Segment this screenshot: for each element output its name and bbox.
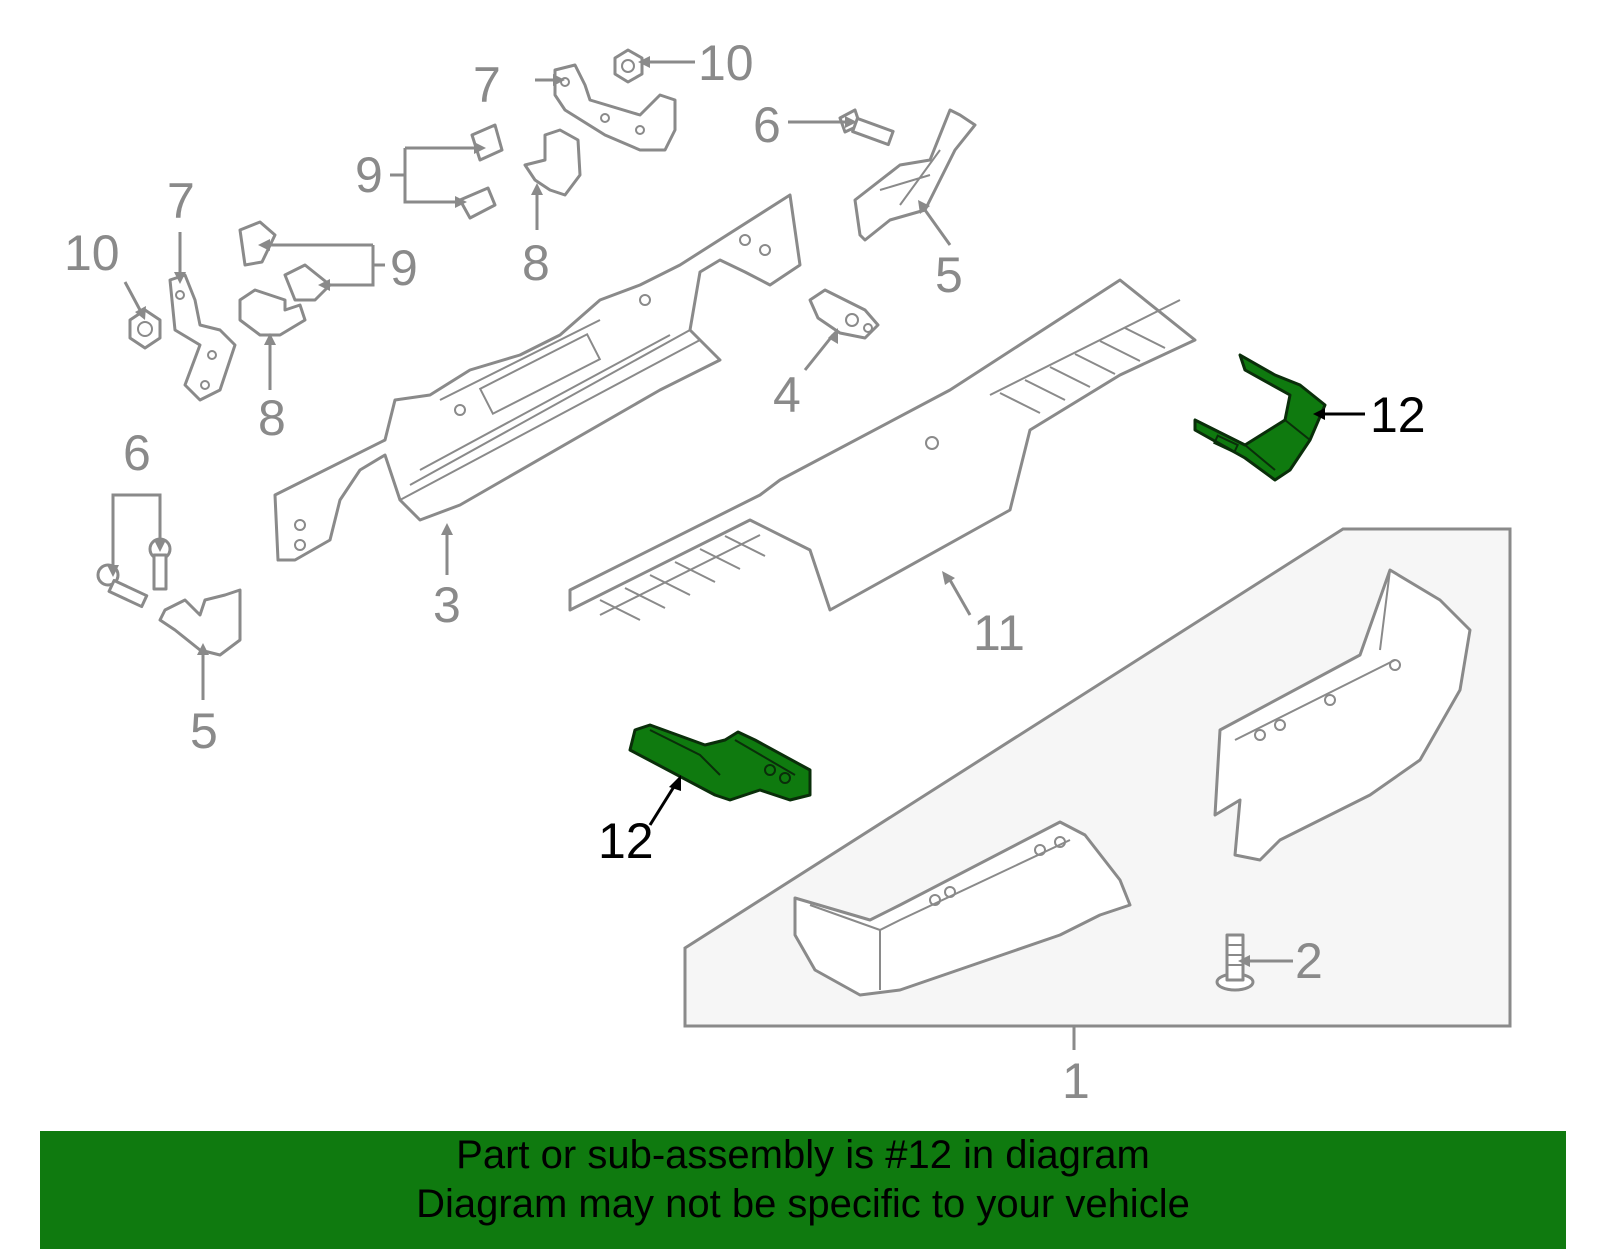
bracket-part-7-left[interactable] [168,273,237,402]
callout-7-top: 7 [473,57,501,113]
step-pad-part-11[interactable] [568,278,1197,621]
callout-2: 2 [1295,933,1323,989]
assembly-box [683,527,1512,1028]
banner-line-2: Diagram may not be specific to your vehi… [416,1182,1190,1226]
nut-part-10-top[interactable] [613,48,644,84]
callout-8-left: 8 [258,390,286,446]
callout-labels: 1 2 3 4 5 5 6 6 7 7 8 8 9 9 10 10 11 12 … [64,35,1426,1109]
bolt-part-6-left-a[interactable] [96,563,149,609]
callout-6-left: 6 [123,425,151,481]
bracket-part-5-left[interactable] [158,588,242,657]
callout-7-left: 7 [167,173,195,229]
bracket-part-8-left[interactable] [238,288,307,337]
clip-part-9-b[interactable] [458,186,497,220]
callout-1: 1 [1062,1053,1090,1109]
callout-10-left: 10 [64,225,120,281]
callout-6-right: 6 [753,97,781,153]
highlighted-part-12-right[interactable] [1193,353,1327,482]
frame-rail-part-3[interactable] [273,193,802,562]
callout-12-right: 12 [1370,387,1426,443]
arrowheads [107,56,1250,967]
callout-8-top: 8 [522,235,550,291]
callout-9-top: 9 [355,147,383,203]
callout-3: 3 [433,577,461,633]
banner-line-1: Part or sub-assembly is #12 in diagram [456,1133,1150,1177]
arrowheads-highlight [669,408,1325,791]
callout-10-top: 10 [698,35,754,91]
info-banner: Part or sub-assembly is #12 in diagram D… [40,1131,1566,1249]
callout-5-right: 5 [935,247,963,303]
bracket-part-4[interactable] [808,288,880,340]
callout-9-left: 9 [390,240,418,296]
bumper-part-1[interactable] [793,568,1472,997]
highlighted-part-12-left[interactable] [628,723,812,802]
callout-12-left: 12 [598,813,654,869]
clip-part-9-a[interactable] [470,123,504,162]
callout-5-left: 5 [190,703,218,759]
callout-11: 11 [973,605,1025,661]
clip-part-9-d[interactable] [283,263,332,302]
bolt-part-6-right[interactable] [838,108,895,147]
bracket-part-5-right[interactable] [853,108,977,242]
bolt-part-2[interactable] [1215,933,1255,992]
bracket-part-8-top[interactable] [523,128,582,197]
leader-lines [111,60,1365,1050]
callout-4: 4 [773,367,801,423]
